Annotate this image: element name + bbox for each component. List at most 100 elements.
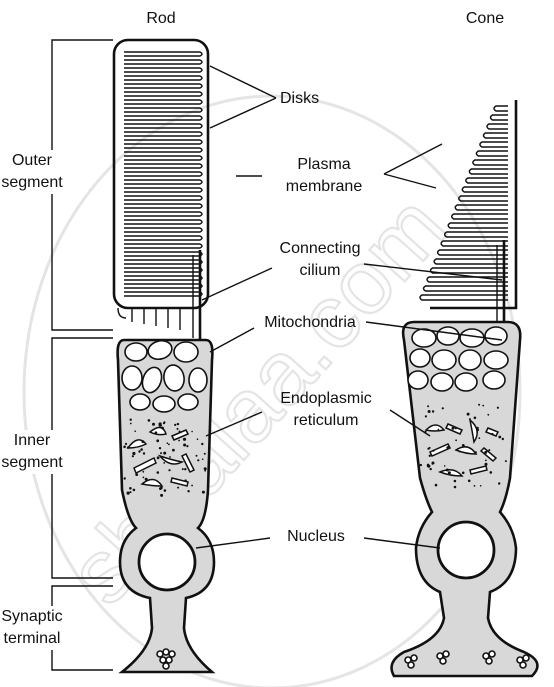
granule-dot	[169, 456, 171, 458]
cone-title: Cone	[465, 10, 505, 27]
granule-dot	[204, 469, 207, 472]
granule-dot	[127, 446, 130, 449]
plasma-membrane-line1: Plasma	[297, 156, 351, 173]
rod-inner-segment	[116, 338, 216, 674]
cone-synaptic-vesicles	[404, 650, 530, 669]
endoplasmic-reticulum-label: Endoplasmic reticulum	[258, 388, 394, 432]
granule-dot	[484, 450, 488, 454]
granule-dot	[126, 491, 130, 495]
granule-dot	[195, 454, 198, 457]
granule-dot	[142, 470, 145, 473]
granule-dot	[498, 435, 502, 439]
granule-dot	[482, 404, 485, 407]
granule-dot	[426, 463, 430, 467]
granule-dot	[123, 477, 126, 480]
granule-dot	[201, 490, 205, 494]
granule-dot	[488, 449, 491, 452]
rod-cell	[112, 38, 216, 674]
synaptic-terminal-line1: Synaptic	[1, 608, 63, 625]
granule-dot	[419, 463, 422, 467]
granule-dot	[478, 437, 481, 439]
granule-dot	[487, 413, 490, 416]
connecting-cilium-label: Connecting cilium	[260, 238, 380, 282]
granule-dot	[453, 479, 457, 483]
granule-dot	[427, 405, 430, 408]
granule-dot	[158, 447, 162, 450]
granule-dot	[182, 437, 187, 441]
granule-dot	[177, 486, 180, 489]
granule-dot	[454, 427, 457, 430]
granule-dot	[162, 422, 166, 425]
granule-dot	[478, 403, 481, 406]
granule-dot	[134, 430, 136, 433]
granule-dot	[461, 444, 465, 447]
rod-disks	[124, 51, 203, 297]
granule-dot	[191, 430, 193, 433]
rod-endoplasmic-reticulum	[126, 426, 196, 487]
granule-dot	[453, 485, 457, 489]
granule-dot	[473, 485, 476, 487]
granule-dot	[431, 463, 434, 465]
granule-dot	[201, 442, 204, 446]
granule-dot	[140, 448, 143, 451]
rod-er-granules	[123, 418, 207, 497]
granule-dot	[203, 452, 206, 455]
cone-er-granules	[419, 403, 507, 489]
granule-dot	[174, 423, 177, 426]
rod-mitochondria	[121, 339, 208, 413]
granule-dot	[163, 451, 167, 455]
granule-dot	[485, 459, 487, 462]
inner-segment-label: Inner segment	[0, 430, 64, 474]
granule-dot	[129, 422, 132, 425]
granule-dot	[428, 454, 431, 457]
granule-dot	[159, 487, 162, 490]
granule-dot	[446, 446, 450, 450]
rod-synaptic-vesicles	[156, 648, 176, 670]
granule-dot	[476, 428, 479, 432]
rod-disk-stack	[124, 51, 203, 297]
granule-dot	[466, 412, 470, 416]
granule-dot	[445, 468, 449, 472]
granule-dot	[138, 450, 141, 453]
granule-dot	[191, 484, 194, 487]
granule-dot	[504, 460, 507, 463]
granule-dot	[172, 448, 175, 452]
rod-nucleus	[137, 532, 197, 592]
granule-dot	[158, 422, 162, 426]
granule-dot	[129, 418, 132, 421]
granule-dot	[163, 462, 166, 464]
granule-dot	[132, 488, 136, 492]
granule-dot	[144, 477, 148, 481]
granule-dot	[437, 428, 440, 431]
granule-dot	[461, 471, 465, 475]
inner-segment-line2: segment	[1, 454, 63, 471]
granule-dot	[424, 415, 427, 418]
granule-dot	[458, 450, 461, 453]
granule-dot	[181, 468, 184, 471]
cone-disks	[419, 105, 508, 301]
granule-dot	[429, 467, 432, 471]
granule-dot	[142, 452, 146, 455]
granule-dot	[476, 426, 479, 430]
granule-dot	[152, 422, 155, 426]
granule-dot	[184, 468, 187, 471]
granule-dot	[467, 479, 471, 483]
granule-dot	[176, 427, 179, 430]
granule-dot	[441, 407, 444, 410]
granule-dot	[201, 458, 204, 461]
granule-dot	[154, 431, 158, 435]
granule-dot	[124, 442, 128, 445]
granule-dot	[160, 452, 162, 455]
granule-dot	[147, 419, 151, 422]
granule-dot	[186, 445, 189, 448]
granule-dot	[187, 490, 190, 493]
granule-dot	[123, 445, 126, 449]
inner-segment-line1: Inner	[13, 432, 51, 449]
granule-dot	[197, 459, 200, 462]
nucleus-label: Nucleus	[287, 528, 345, 545]
leader-lines	[195, 65, 503, 549]
granule-dot	[479, 485, 482, 487]
plasma-membrane-label: Plasma membrane	[262, 154, 386, 198]
